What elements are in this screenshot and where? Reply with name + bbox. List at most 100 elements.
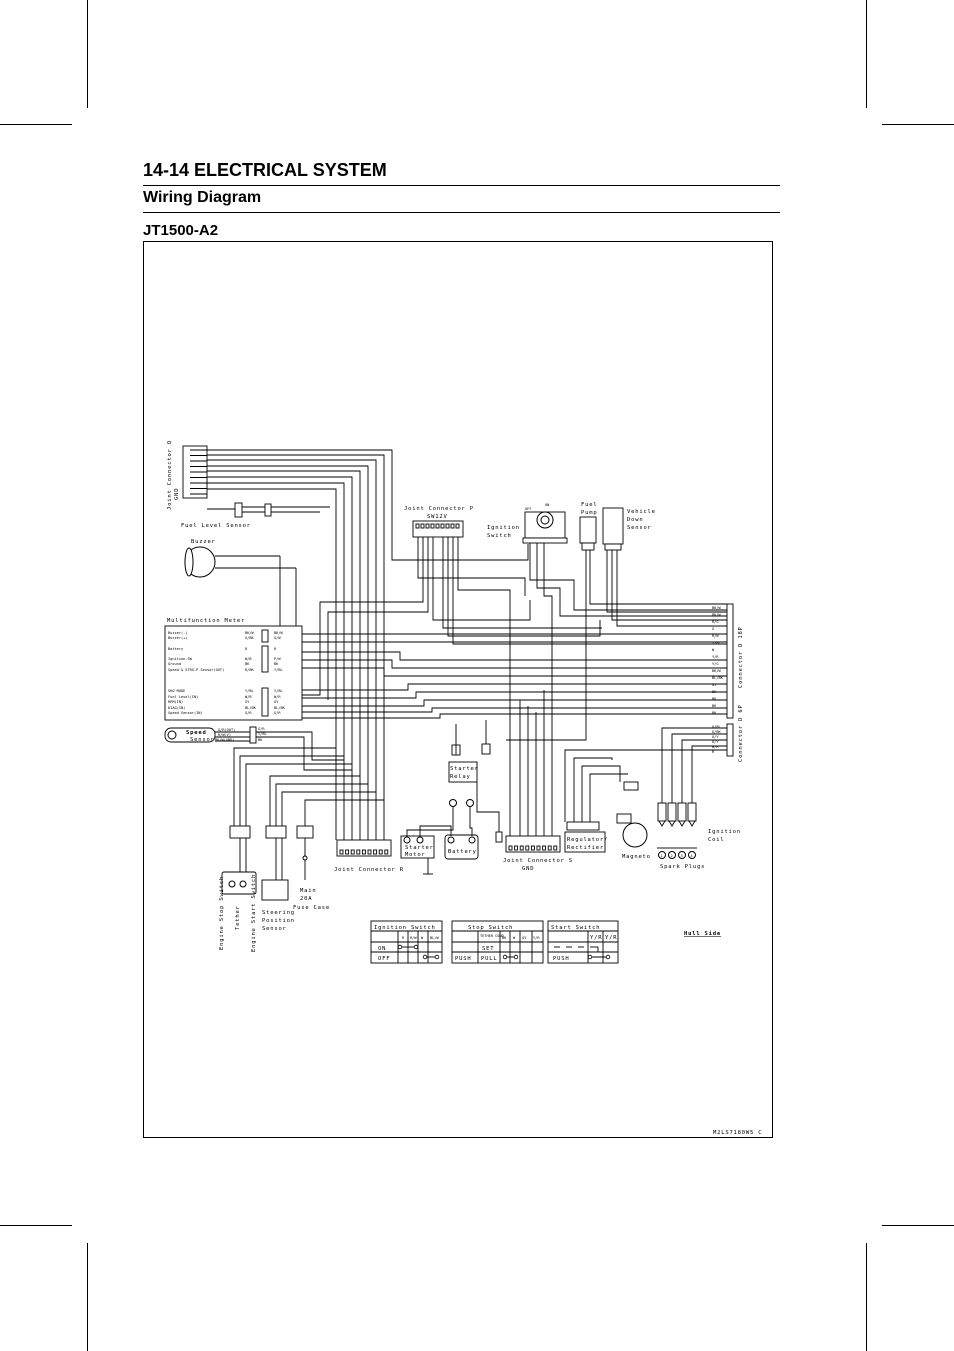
spark-plug xyxy=(678,851,686,859)
meter-color-right: P/W xyxy=(274,657,281,661)
starter-relay-label-a: Starter xyxy=(450,766,479,772)
magneto-label: Magneto xyxy=(622,854,651,860)
crop-mark xyxy=(866,0,867,108)
d18-color: Y/R xyxy=(712,655,719,659)
svg-text:R/W(V): R/W(V) xyxy=(218,733,231,737)
jcs-pin xyxy=(542,845,547,851)
jcp-pin xyxy=(450,523,455,529)
meter-color-left: GY xyxy=(245,700,250,704)
main-fuse-label-a: Main xyxy=(300,888,316,894)
meter-color-right: BK/W xyxy=(274,631,283,635)
meter-color-right: Y/BL xyxy=(274,689,283,693)
jcp-pin xyxy=(455,523,460,529)
jcp-pin xyxy=(420,523,425,529)
engine-start-switch-label: Engine Start Switch xyxy=(251,874,257,952)
jcs-pin xyxy=(547,845,552,851)
crop-mark xyxy=(87,1243,88,1351)
multifunction-meter-label: Multifunction Meter xyxy=(167,618,245,624)
vds-label-c: Sensor xyxy=(627,525,652,531)
meter-color-left: W/B xyxy=(245,657,252,661)
spark-plug-number: 4 xyxy=(691,854,693,858)
spark-plug xyxy=(668,851,676,859)
svg-text:BK: BK xyxy=(258,738,263,742)
spark-plug-number: 2 xyxy=(671,854,673,858)
joint-connector-r-label: Joint Connector R xyxy=(334,867,404,873)
regulator-rectifier: Regulator/ Rectifier xyxy=(564,821,607,853)
d18-color: R/W xyxy=(712,634,719,638)
meter-pin-label: Fuel Level(IN) xyxy=(168,695,198,699)
crop-mark xyxy=(0,1225,72,1226)
magneto: Magneto xyxy=(616,781,651,860)
meter-color-left: Y/BL xyxy=(245,689,254,693)
jcr-pin xyxy=(378,849,383,855)
jcr-pin xyxy=(367,849,372,855)
gnd-s-label: GND xyxy=(522,866,534,872)
vds-label-b: Down xyxy=(627,517,643,523)
meter-connector xyxy=(261,629,269,643)
engine-stop-switch-label: Engine Stop Switch xyxy=(219,876,225,950)
steering-label-a: Steering xyxy=(262,910,295,916)
starter-relay-label-b: Relay xyxy=(450,774,471,780)
page-title: 14-14 ELECTRICAL SYSTEM xyxy=(143,160,387,180)
meter-color-right: GY xyxy=(274,700,279,704)
d6-color: R xyxy=(712,750,715,754)
d6-color: O/BK xyxy=(712,730,721,734)
d18-color: G xyxy=(712,627,714,631)
ignition-coil-body xyxy=(657,802,667,822)
tether-label: Tether xyxy=(235,905,241,930)
meter-connector xyxy=(261,687,269,717)
ignition-coil-body xyxy=(677,802,687,822)
d18-color: BK xyxy=(712,697,717,701)
battery: Battery xyxy=(444,831,503,860)
spark-plug xyxy=(658,851,666,859)
fuse-case-label: Fuse Case xyxy=(293,905,330,911)
svg-text:Y/BL: Y/BL xyxy=(258,732,267,736)
jcs-pin xyxy=(536,845,541,851)
meter-color-right: Y/BL xyxy=(274,668,283,672)
section-rule xyxy=(143,212,780,213)
meter-pin-label: Speed Sensor(IN) xyxy=(168,711,203,715)
d18-color: BK/W xyxy=(712,613,721,617)
meter-color-left: R xyxy=(245,647,248,651)
coil-tip xyxy=(688,820,696,827)
spark-plug xyxy=(688,851,696,859)
connector-d-6p-label: Connector D 6P xyxy=(738,704,744,762)
ignition-switch-label-a: Ignition xyxy=(487,525,520,531)
jcr-pin xyxy=(345,849,350,855)
meter-pin-label: DIAG(IN) xyxy=(168,706,185,710)
meter-color-left: BL/BK xyxy=(245,706,257,710)
ignition-off-label: OFF xyxy=(525,507,532,511)
joint-connector-q: Joint Connector Q GND xyxy=(167,440,208,510)
fuel-level-sensor-label: Fuel Level Sensor xyxy=(181,523,251,529)
joint-connector-q-label: Joint Connector Q xyxy=(167,440,173,510)
meter-color-left: BK/W xyxy=(245,631,254,635)
model-label: JT1500-A2 xyxy=(143,222,219,239)
meter-color-right: BL/BK xyxy=(274,706,286,710)
svg-text:PUSH: PUSH xyxy=(553,956,569,962)
svg-text:GY: GY xyxy=(522,936,527,940)
spark-plug-number: 1 xyxy=(661,854,663,858)
speed-sensor-label-a: Speed xyxy=(186,730,207,736)
sw12v-label: SW12V xyxy=(427,514,448,520)
jcs-pin xyxy=(553,845,558,851)
meter-pin-label: Speed & STRG-P Sensor(OUT) xyxy=(168,668,224,672)
svg-text:TETHER COND: TETHER COND xyxy=(480,934,504,938)
start-switch-table: Start Switch Y/R Y/R PUSH xyxy=(547,920,619,964)
start-table-title: Start Switch xyxy=(551,925,600,931)
d18-color: Y/G xyxy=(712,662,719,666)
meter-color-right: W/R xyxy=(274,695,281,699)
meter-color-right: G/R xyxy=(274,711,281,715)
ignition-coil-label-a: Ignition xyxy=(708,829,741,835)
svg-text:W: W xyxy=(421,936,424,940)
section-title: Wiring Diagram xyxy=(143,189,262,206)
title-rule xyxy=(143,185,780,186)
svg-text:OFF: OFF xyxy=(378,956,390,962)
connector-d-6p: Connector D 6P O/BLO/BKO/YO/YW/RR xyxy=(712,704,744,762)
meter-color-left: BK xyxy=(245,662,250,666)
svg-text:Y/R: Y/R xyxy=(605,935,617,941)
crop-mark xyxy=(87,0,88,108)
coil-tip xyxy=(678,820,686,827)
gnd-label: GND xyxy=(174,488,180,500)
spark-plugs-label: Spark Plugs xyxy=(660,864,705,870)
